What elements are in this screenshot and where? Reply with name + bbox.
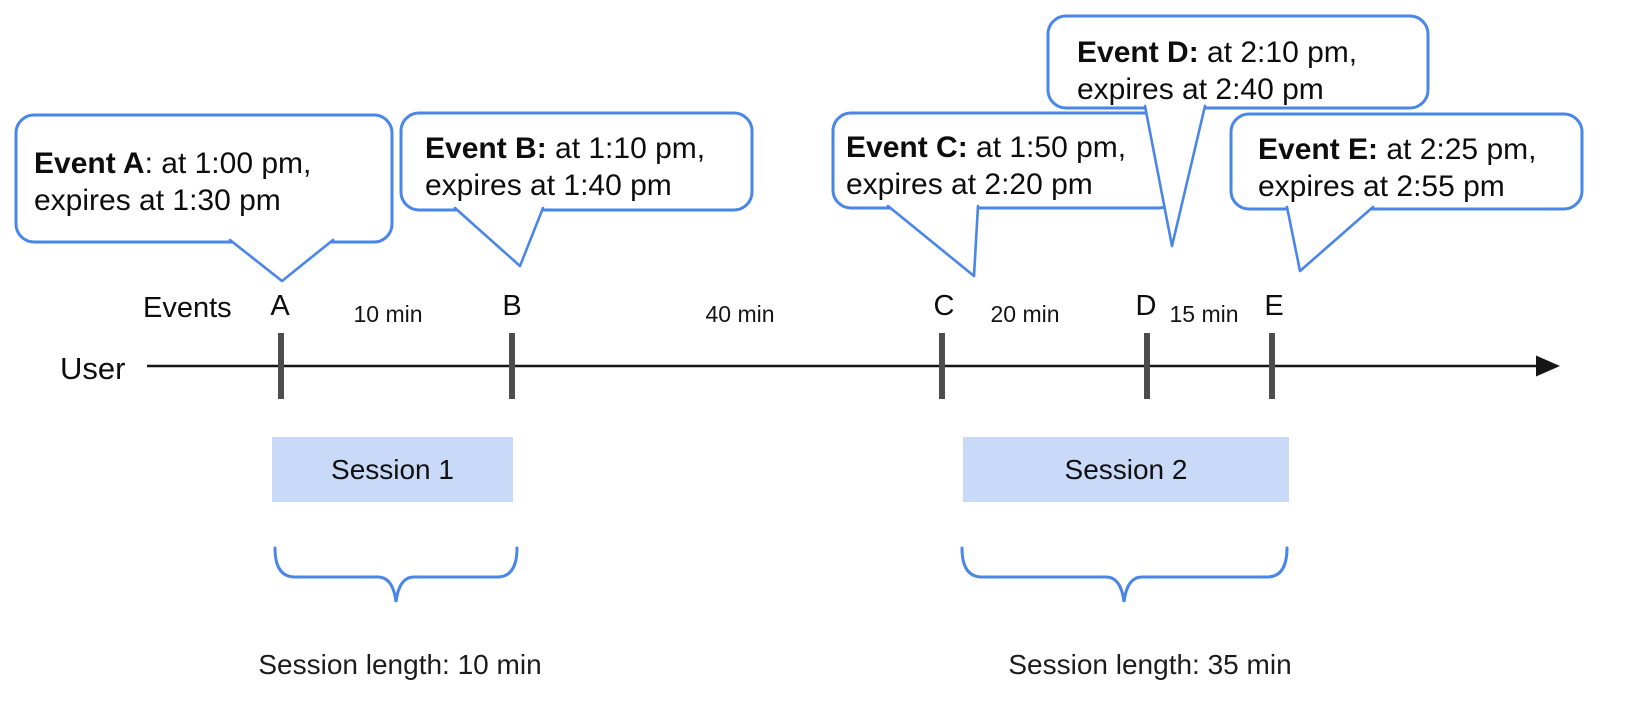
- session-1-bar: Session 1: [272, 437, 513, 502]
- event-mark-e: E: [1264, 290, 1284, 322]
- bubble-a-line2: expires at 1:30 pm: [34, 184, 281, 217]
- session-2-label: Session 2: [1064, 453, 1188, 485]
- bubble-d-title: Event D:: [1077, 36, 1199, 69]
- bubble-b-tail: [453, 206, 545, 268]
- bubble-a: Event A: at 1:00 pm, expires at 1:30 pm: [34, 145, 311, 219]
- bubble-d-tail: [1143, 104, 1207, 248]
- gap-label-a-b: 10 min: [353, 301, 423, 327]
- bubble-e-title: Event E:: [1258, 133, 1379, 166]
- tick-c: [939, 333, 945, 399]
- bubble-a-title: Event A: [34, 147, 145, 180]
- tick-d: [1144, 333, 1150, 399]
- bubble-e: Event E: at 2:25 pm, expires at 2:55 pm: [1258, 131, 1536, 205]
- bubble-d-line1: Event D: at 2:10 pm,: [1077, 36, 1358, 69]
- bubble-e-tail: [1285, 205, 1375, 273]
- bubble-d-line2: expires at 2:40 pm: [1077, 73, 1324, 106]
- session-2-length-label: Session length: 35 min: [1008, 649, 1292, 680]
- user-row-label: User: [60, 351, 126, 386]
- session-1-length-label: Session length: 10 min: [258, 649, 542, 680]
- tick-a: [278, 333, 284, 399]
- bubble-b-title: Event B:: [425, 132, 547, 165]
- event-mark-a: A: [270, 290, 290, 322]
- gap-label-b-c: 40 min: [705, 301, 775, 327]
- bubble-e-shape: [1229, 112, 1584, 211]
- gap-label-c-d: 20 min: [990, 301, 1060, 327]
- session-1-brace: [273, 546, 519, 603]
- bubble-a-tail: [228, 238, 335, 283]
- bubble-e-line2: expires at 2:55 pm: [1258, 170, 1505, 203]
- tick-e: [1269, 333, 1275, 399]
- bubble-a-line1: Event A: at 1:00 pm,: [34, 147, 312, 180]
- event-mark-c: C: [933, 290, 955, 322]
- bubble-b: Event B: at 1:10 pm, expires at 1:40 pm: [425, 130, 705, 204]
- bubble-c: Event C: at 1:50 pm, expires at 2:20 pm: [846, 129, 1126, 203]
- bubble-d: Event D: at 2:10 pm, expires at 2:40 pm: [1077, 34, 1357, 108]
- events-row-label: Events: [143, 292, 232, 324]
- bubble-c-line2: expires at 2:20 pm: [846, 168, 1093, 201]
- timeline-arrowhead-icon: [1536, 355, 1560, 377]
- event-mark-d: D: [1135, 290, 1157, 322]
- session-2-bar: Session 2: [963, 437, 1289, 502]
- bubble-b-shape: [399, 111, 754, 212]
- bubble-c-title: Event C:: [846, 131, 968, 164]
- bubble-c-line1: Event C: at 1:50 pm,: [846, 131, 1127, 164]
- bubble-b-line2: expires at 1:40 pm: [425, 169, 672, 202]
- session-1-label: Session 1: [331, 453, 454, 485]
- bubble-d-shape: [1046, 14, 1430, 110]
- gap-label-d-e: 15 min: [1169, 301, 1239, 327]
- session-2-brace: [960, 546, 1289, 603]
- tick-b: [509, 333, 515, 399]
- bubble-a-shape: [14, 113, 394, 244]
- bubble-c-tail: [886, 204, 980, 278]
- event-mark-b: B: [502, 290, 522, 322]
- bubble-b-line1: Event B: at 1:10 pm,: [425, 132, 706, 165]
- bubble-e-line1: Event E: at 2:25 pm,: [1258, 133, 1537, 166]
